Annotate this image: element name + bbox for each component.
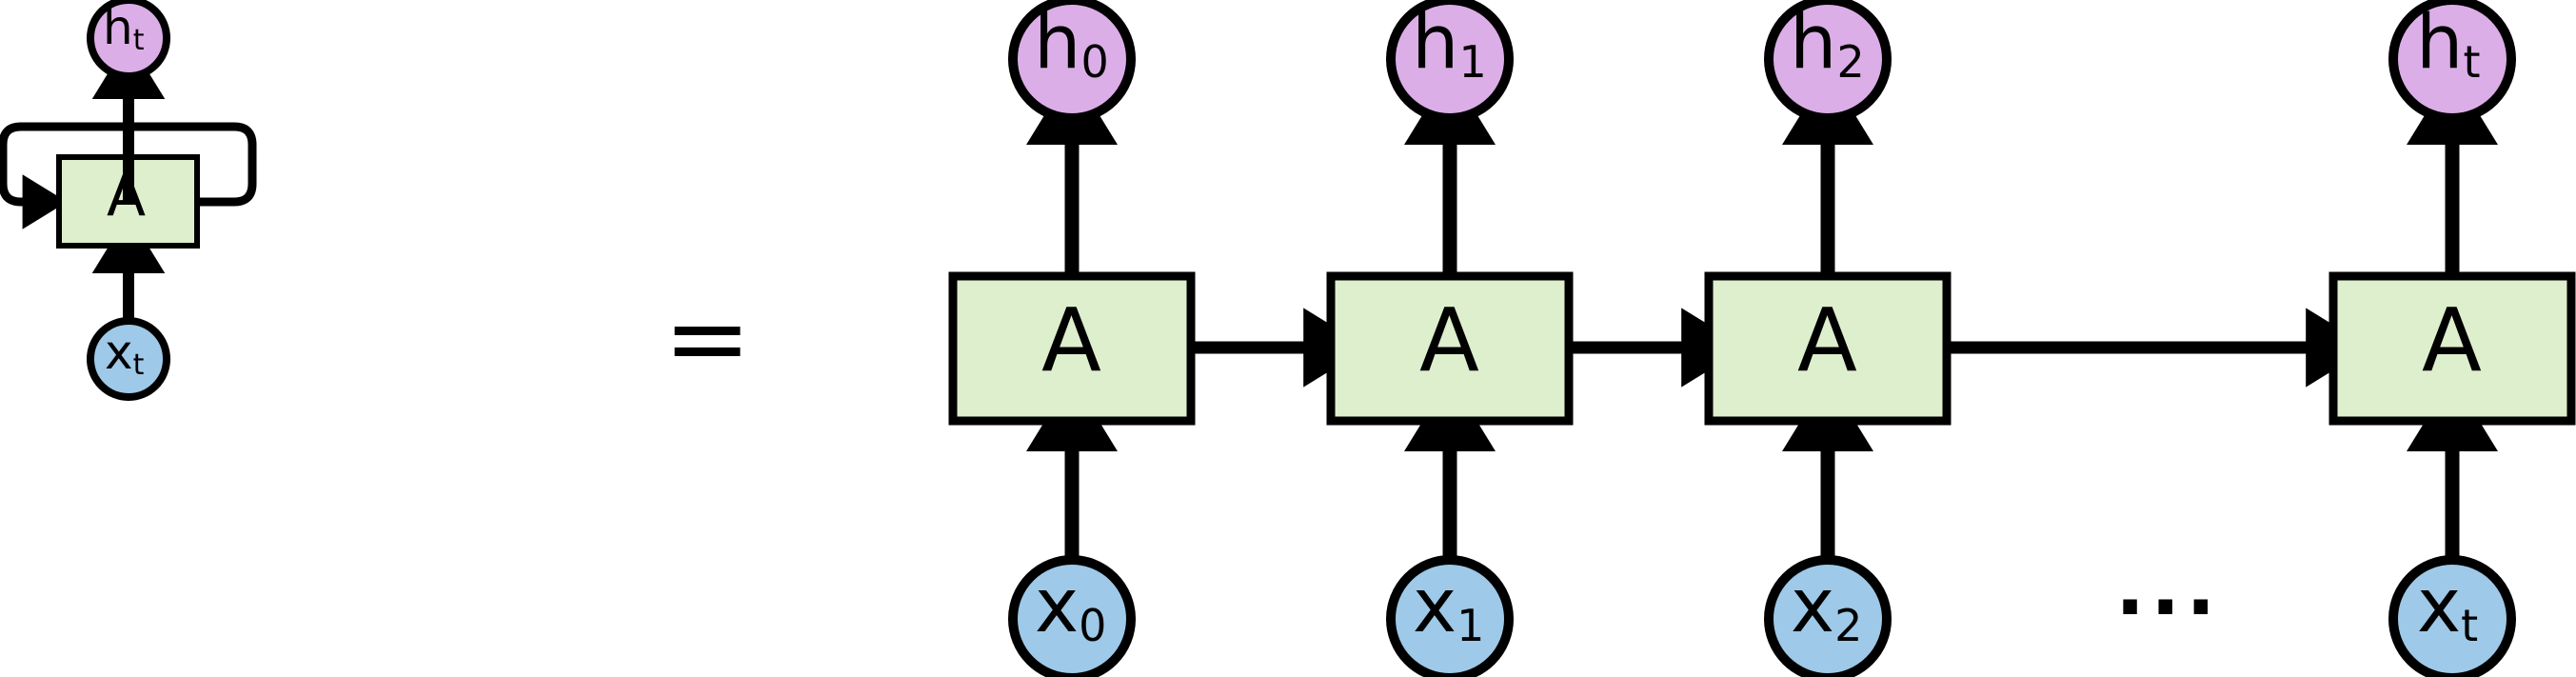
step2-output-circle	[1764, 0, 1892, 123]
step1-input-label: x1	[1413, 564, 1485, 651]
step2-output-label: h2	[1790, 0, 1865, 88]
equals-sign: =	[664, 277, 752, 399]
stept-output-label: ht	[2416, 0, 2481, 88]
step2-cell-box	[1704, 271, 1952, 426]
folded-output-circle	[87, 0, 170, 80]
stept-cell-label: A	[2422, 289, 2482, 391]
unrolled-rnn-group	[948, 0, 2576, 677]
step2-cell-label: A	[1797, 289, 1857, 391]
stept-cell-box	[2328, 271, 2576, 426]
step0-input-label: x0	[1035, 564, 1107, 651]
step1-output-circle	[1386, 0, 1514, 123]
stept-input-label: xt	[2417, 564, 2479, 651]
step1-output-subscript: 1	[1458, 36, 1487, 88]
step2-input-label: x2	[1791, 564, 1863, 651]
stept-input-subscript: t	[2461, 600, 2479, 651]
stept-input-circle	[2388, 555, 2516, 677]
step1-input-subscript: 1	[1456, 600, 1485, 651]
stept-output-subscript: t	[2463, 36, 2481, 88]
step1-input-circle	[1386, 555, 1514, 677]
step0-output-label: h0	[1034, 0, 1109, 88]
step2-input-circle	[1764, 555, 1892, 677]
folded-input-label: xt	[105, 325, 145, 382]
step0-cell-label: A	[1041, 289, 1101, 391]
ellipsis-label: ···	[2115, 563, 2222, 653]
step0-input-circle	[1008, 555, 1136, 677]
folded-output-subscript: t	[132, 24, 145, 57]
step2-output-subscript: 2	[1836, 36, 1865, 88]
step1-cell-box	[1326, 271, 1574, 426]
stept-output-circle	[2388, 0, 2516, 123]
folded-rnn-group	[0, 0, 257, 401]
step2-input-subscript: 2	[1834, 600, 1863, 651]
folded-input-subscript: t	[132, 348, 145, 382]
step0-output-circle	[1008, 0, 1136, 123]
step1-output-label: h1	[1412, 0, 1487, 88]
folded-output-label: ht	[103, 0, 145, 57]
step0-cell-box	[948, 271, 1196, 426]
step0-output-subscript: 0	[1080, 36, 1109, 88]
step0-input-subscript: 0	[1079, 600, 1107, 651]
folded-cell-label: A	[107, 163, 147, 229]
step1-cell-label: A	[1419, 289, 1479, 391]
folded-input-circle	[87, 317, 170, 401]
